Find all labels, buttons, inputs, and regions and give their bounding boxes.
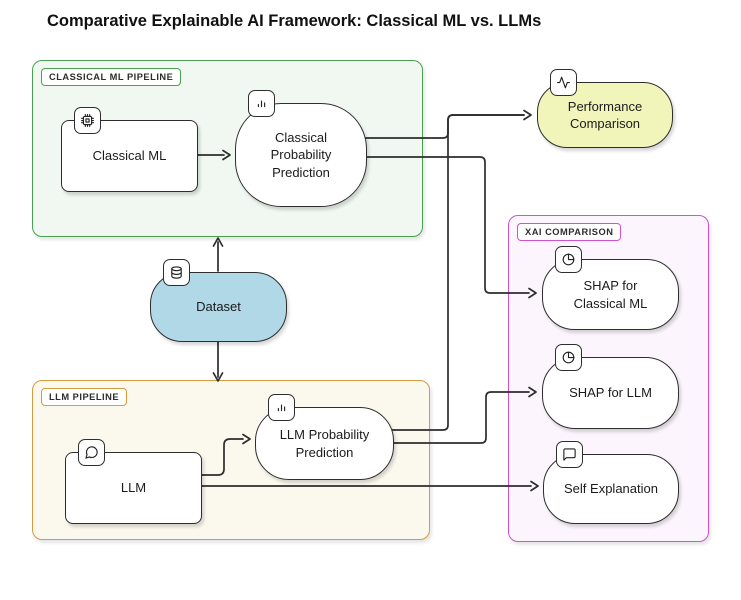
diagram-title: Comparative Explainable AI Framework: Cl… [47, 12, 542, 30]
node-label: Performance Comparison [567, 98, 643, 131]
node-classical-probability-prediction: Classical Probability Prediction [235, 90, 367, 207]
database-icon [163, 259, 190, 286]
node-dataset: Dataset [150, 259, 287, 342]
llm-pipeline-label: LLM PIPELINE [41, 388, 128, 406]
node-label: Dataset [196, 299, 241, 315]
node-llm-probability-prediction: LLM Probability Prediction [255, 394, 394, 480]
classical-ml-pipeline-label: CLASSICAL ML PIPELINE [41, 68, 182, 86]
node-self-explanation: Self Explanation [543, 441, 679, 524]
node-label: LLM Probability Prediction [279, 427, 370, 460]
cpu-icon [74, 107, 101, 134]
pie-chart-icon [555, 246, 582, 273]
message-square-icon [556, 441, 583, 468]
node-performance-comparison: Performance Comparison [537, 69, 673, 148]
xai-comparison-label: XAI COMPARISON [517, 223, 622, 241]
bar-chart-icon [248, 90, 275, 117]
node-label: SHAP for LLM [569, 385, 652, 401]
node-label: Classical Probability Prediction [270, 130, 332, 180]
arrowhead [523, 109, 532, 121]
node-llm: LLM [65, 439, 202, 524]
node-label: Classical ML [92, 148, 167, 164]
message-circle-icon [78, 439, 105, 466]
node-label: LLM [120, 480, 147, 496]
node-label: Self Explanation [564, 481, 658, 497]
node-shap-for-llm: SHAP for LLM [542, 344, 679, 429]
bar-chart-icon [268, 394, 295, 421]
pie-chart-icon [555, 344, 582, 371]
arrowhead [212, 237, 224, 247]
node-classical-ml: Classical ML [61, 107, 198, 192]
activity-icon [550, 69, 577, 96]
node-label: SHAP for Classical ML [573, 278, 648, 311]
node-shap-for-classical-ml: SHAP for Classical ML [542, 246, 679, 330]
